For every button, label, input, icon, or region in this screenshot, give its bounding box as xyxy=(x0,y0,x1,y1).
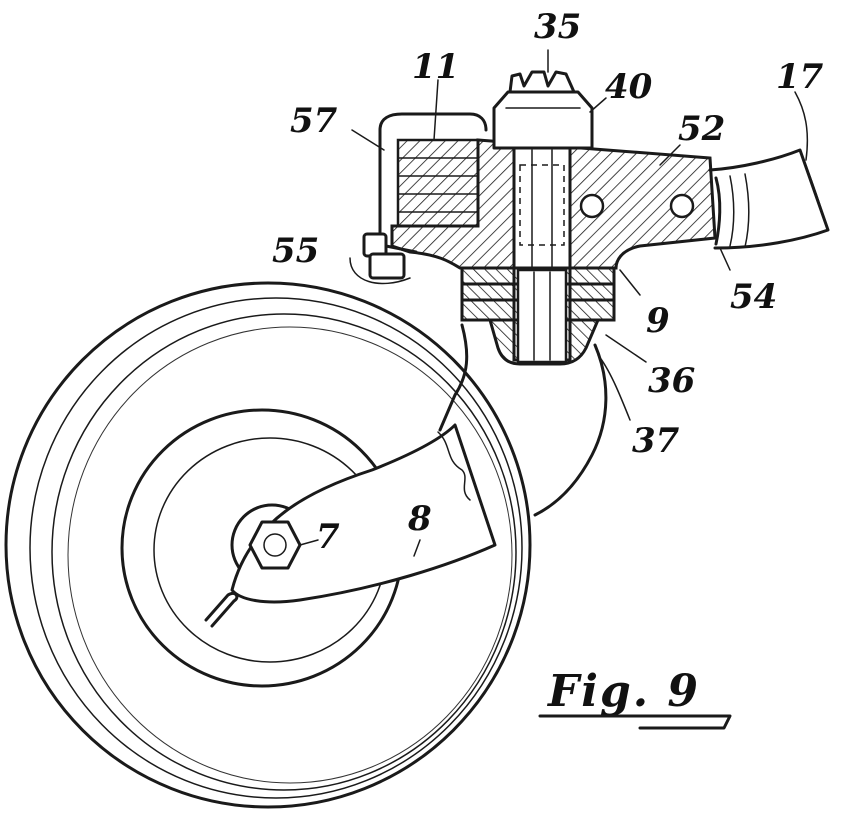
label-37: 37 xyxy=(632,421,680,461)
frame-member xyxy=(710,150,828,248)
kingpin-lower xyxy=(518,270,566,362)
caption-underline xyxy=(540,716,730,728)
bolt-hole xyxy=(581,195,603,217)
frame-clamp-line xyxy=(745,174,749,247)
label-8: 8 xyxy=(407,499,432,539)
fork-upper-curve xyxy=(440,325,467,430)
label-54: 54 xyxy=(730,277,777,317)
label-11: 11 xyxy=(412,47,459,87)
figure-caption: Fig. 9 xyxy=(546,666,700,717)
castle-nut-icon xyxy=(494,92,592,148)
label-40: 40 xyxy=(605,67,653,107)
laminated-block xyxy=(398,140,478,226)
label-55: 55 xyxy=(272,231,319,271)
label-57: 57 xyxy=(290,101,338,141)
label-7: 7 xyxy=(316,517,340,557)
strut-curve xyxy=(535,345,606,515)
cotter-pin-icon xyxy=(206,593,237,626)
frame-clamp xyxy=(716,178,720,244)
axle-nut-icon xyxy=(250,522,300,568)
label-9: 9 xyxy=(646,301,670,341)
bolt-nut-icon xyxy=(370,254,404,278)
castle-nut-crown xyxy=(510,72,574,92)
bolt-hole xyxy=(671,195,693,217)
frame-clamp-line xyxy=(730,176,734,246)
label-36: 36 xyxy=(648,361,695,401)
frame-edge xyxy=(800,150,828,230)
label-35: 35 xyxy=(534,7,581,47)
label-17: 17 xyxy=(776,57,824,97)
label-52: 52 xyxy=(678,109,725,149)
